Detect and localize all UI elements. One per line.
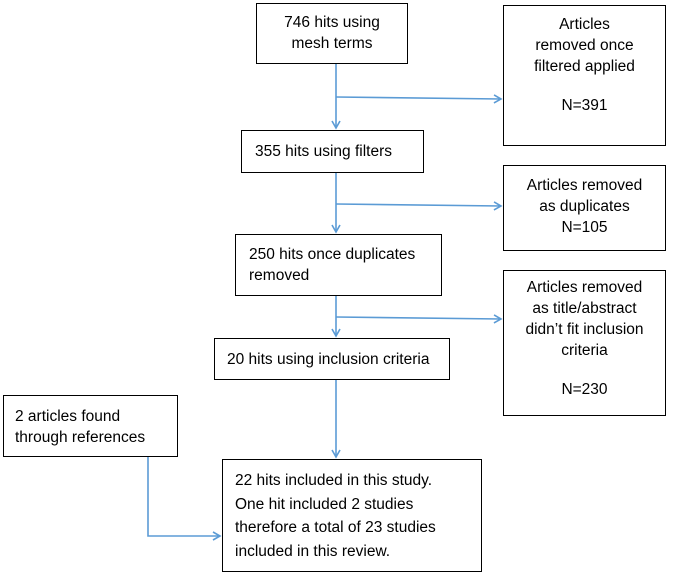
duplicates-removed-box: Articles removed as duplicates N=105 [503, 165, 666, 251]
inclusion-removed-line-3: didn’t fit inclusion [525, 321, 644, 338]
step-filters-box: 355 hits using filters [241, 130, 424, 173]
arrow-to-filters-removed [335, 94, 503, 104]
step-mesh-terms-line-2: mesh terms [291, 35, 373, 52]
inclusion-removed-line-1: Articles removed [526, 279, 643, 296]
references-line-1: 2 articles found [15, 408, 121, 425]
duplicates-removed-line-1: Articles removed [526, 177, 643, 194]
filters-removed-count: N=391 [561, 97, 608, 114]
arrow-references-to-final [147, 457, 222, 541]
inclusion-removed-line-4: criteria [561, 342, 608, 359]
step-inclusion-box: 20 hits using inclusion criteria [214, 338, 450, 380]
duplicates-removed-count: N=105 [561, 219, 608, 236]
arrow-to-inclusion-removed [335, 314, 503, 324]
final-included-box: 22 hits included in this study. One hit … [222, 459, 482, 572]
step-duplicates-line-2: removed [249, 267, 310, 284]
references-line-2: through references [15, 429, 146, 446]
filters-removed-line-3: filtered applied [534, 58, 635, 75]
arrow-to-duplicates-removed [335, 201, 503, 211]
step-mesh-terms-line-1: 746 hits using [284, 14, 380, 31]
inclusion-removed-line-2: as title/abstract [532, 300, 637, 317]
filters-removed-box: Articles removed once filtered applied N… [503, 5, 666, 146]
final-line-3: therefore a total of 23 studies [235, 519, 436, 536]
final-line-1: 22 hits included in this study. [235, 472, 433, 489]
inclusion-removed-count: N=230 [561, 381, 608, 398]
filters-removed-line-2: removed once [535, 37, 634, 54]
duplicates-removed-line-2: as duplicates [539, 198, 630, 215]
step-inclusion-line-1: 20 hits using inclusion criteria [227, 351, 430, 368]
references-box: 2 articles found through references [3, 395, 178, 457]
inclusion-removed-box: Articles removed as title/abstract didn’… [503, 270, 666, 416]
filters-removed-line-1: Articles [559, 16, 610, 33]
step-filters-line-1: 355 hits using filters [255, 143, 392, 160]
step-mesh-terms-box: 746 hits using mesh terms [256, 3, 408, 64]
final-line-2: One hit included 2 studies [235, 495, 414, 513]
final-line-4: included in this review. [235, 542, 391, 560]
step-duplicates-line-1: 250 hits once duplicates [249, 246, 416, 263]
step-duplicates-box: 250 hits once duplicates removed [235, 234, 442, 296]
